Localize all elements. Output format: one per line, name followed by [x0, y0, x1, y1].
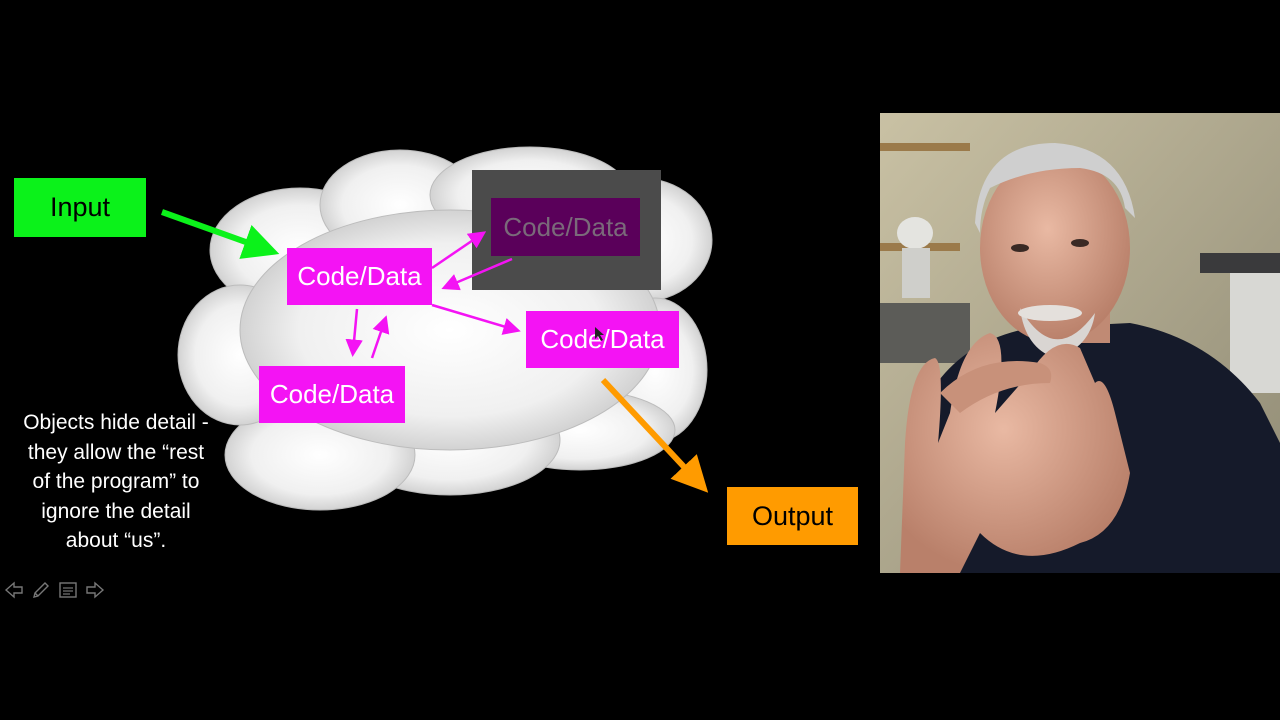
- output-label: Output: [751, 500, 834, 531]
- output-box: Output: [727, 487, 858, 545]
- code-data-label: Code/Data: [269, 379, 395, 409]
- input-box: Input: [14, 178, 146, 237]
- code-data-label: Code/Data: [540, 324, 665, 354]
- caption-line: ignore the detail: [41, 499, 191, 523]
- code-data-box-dimmed: Code/Data: [491, 198, 640, 256]
- code-data-label: Code/Data: [297, 261, 422, 291]
- caption-line: of the program” to: [32, 470, 200, 493]
- caption-line: they allow the “rest: [27, 440, 205, 464]
- code-data-label: Code/Data: [503, 211, 628, 242]
- code-data-box-bottom: Code/Data: [259, 366, 405, 423]
- code-data-box-main: Code/Data: [287, 248, 432, 305]
- caption-line: about “us”.: [65, 529, 167, 552]
- presenter-illustration: [880, 113, 1280, 573]
- back-arrow-icon[interactable]: [3, 579, 25, 601]
- forward-arrow-icon[interactable]: [84, 579, 106, 601]
- caption-line: Objects hide detail -: [23, 411, 209, 434]
- slide: Input Code/Data Code/Data Code/Data Code…: [0, 146, 858, 601]
- pen-icon[interactable]: [30, 579, 52, 601]
- caption: Objects hide detail - they allow the “re…: [0, 408, 232, 556]
- code-data-box-right: Code/Data: [526, 311, 679, 368]
- input-label: Input: [49, 192, 111, 222]
- notes-icon[interactable]: [57, 579, 79, 601]
- presenter-video: [880, 113, 1280, 573]
- cloud-shape: [177, 146, 713, 511]
